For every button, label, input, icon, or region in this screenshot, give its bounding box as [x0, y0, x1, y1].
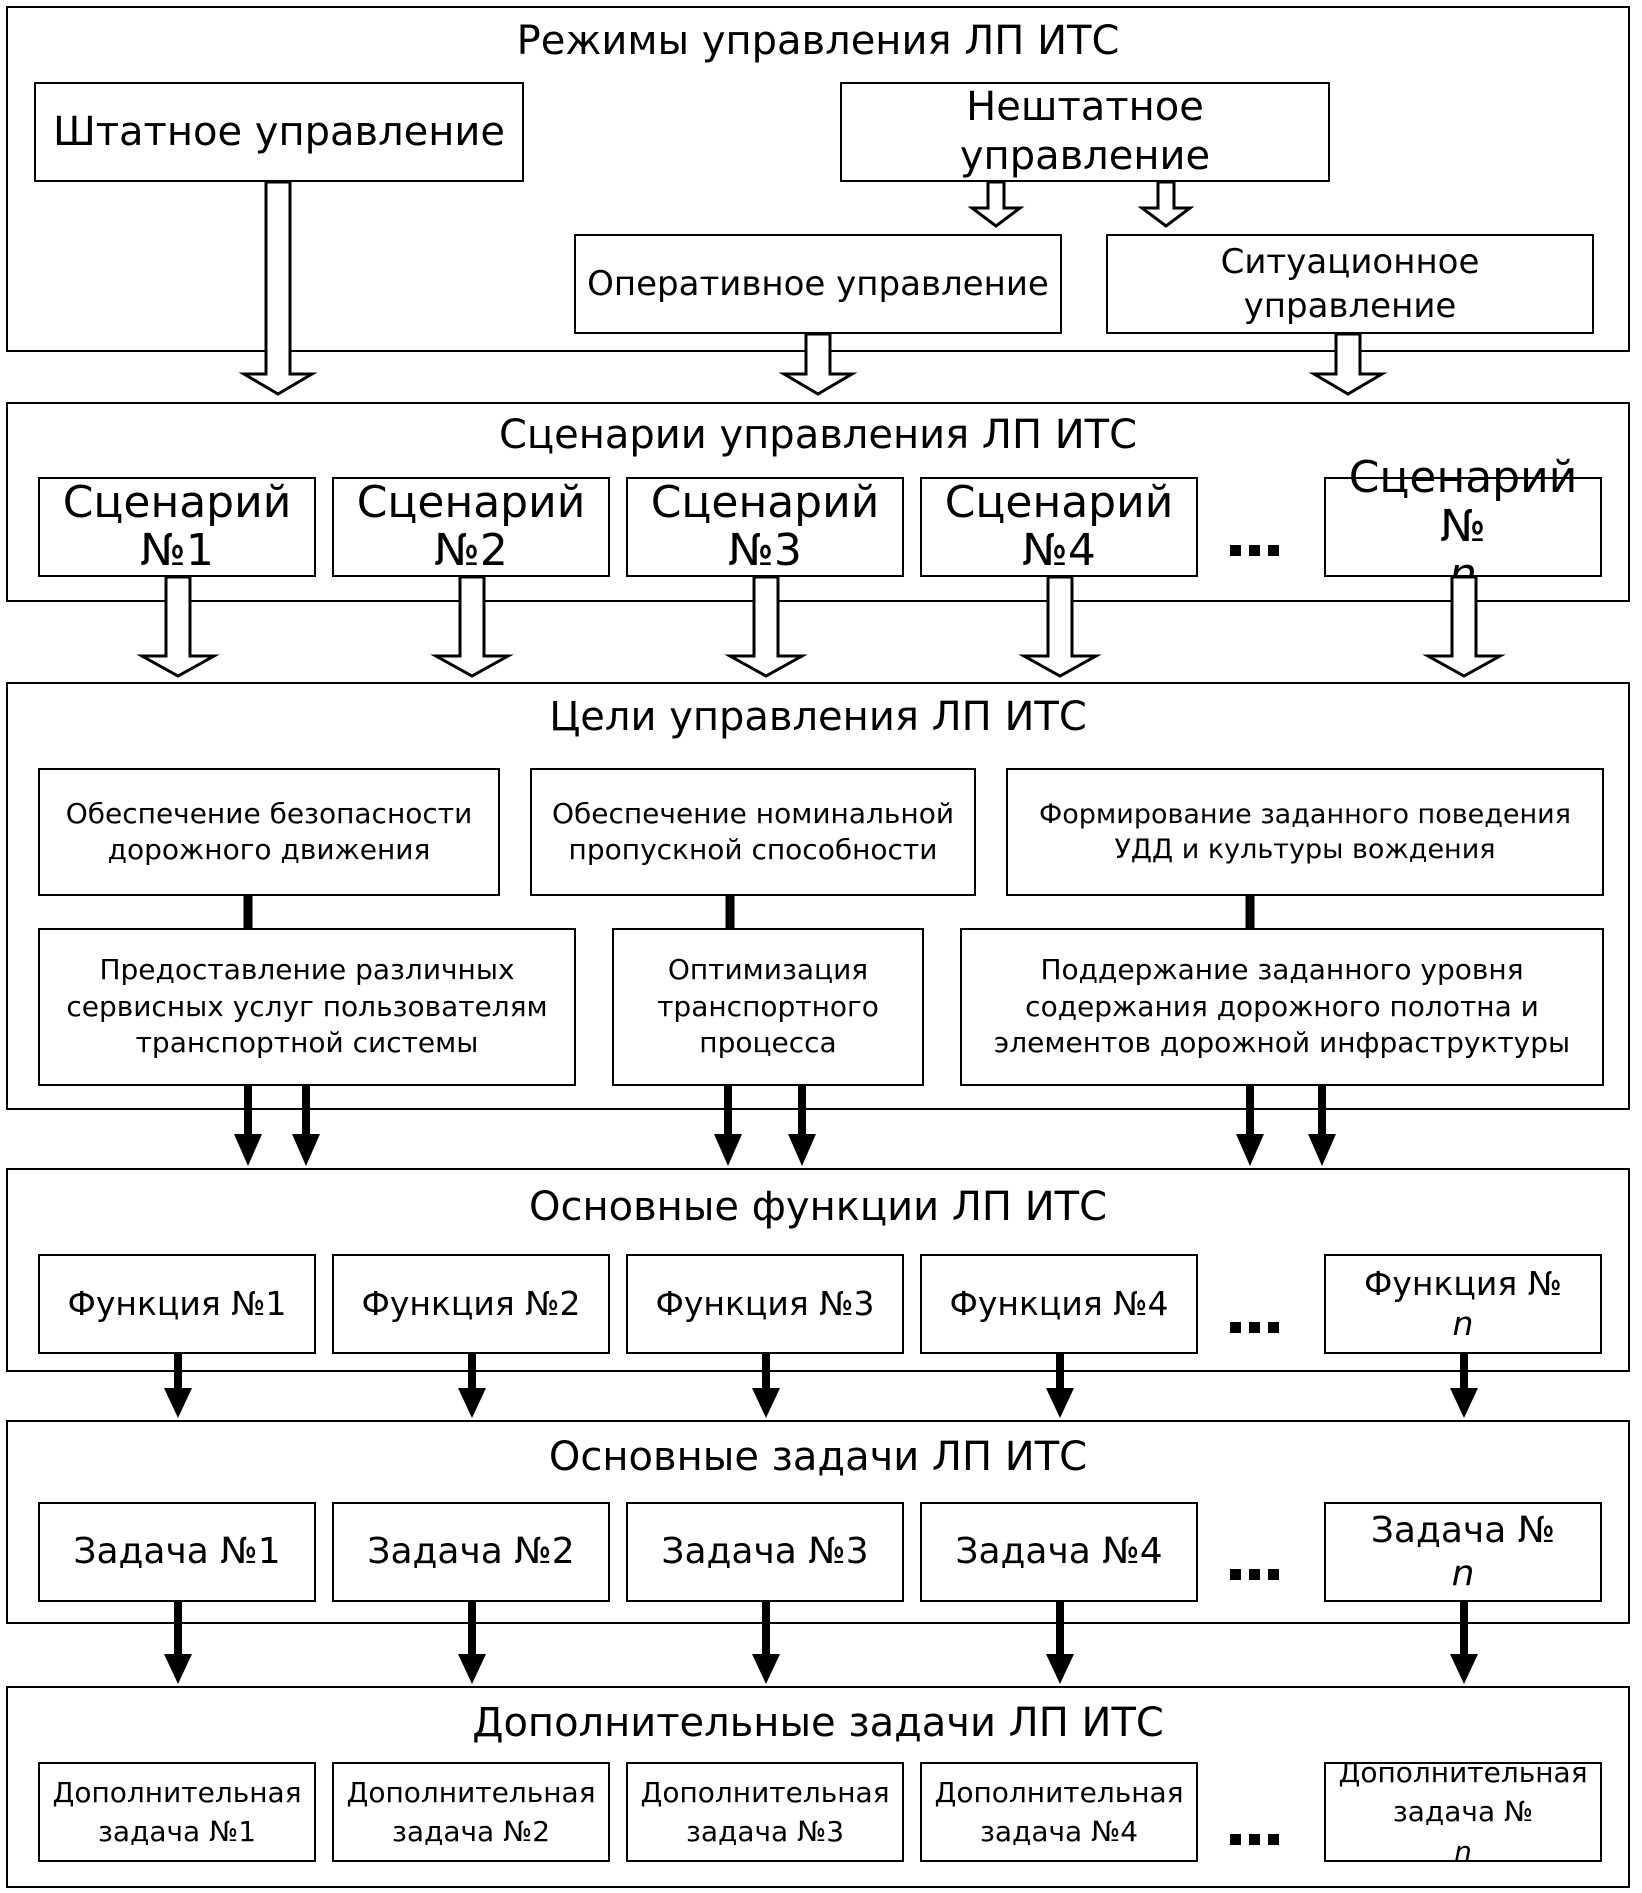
task-box-2: Задача №2: [332, 1502, 610, 1602]
abnormal-control-line1: Нештатное: [966, 84, 1204, 131]
situational-control-box: Ситуационное управление: [1106, 234, 1594, 334]
arrow-normal-to-scenarios: [238, 180, 318, 396]
arrowhead-function-4: [1046, 1388, 1074, 1418]
arrow-scenario-3-to-goals: [724, 575, 808, 678]
arrow-scenario-n-to-goals: [1422, 575, 1506, 678]
tasks-title: Основные задачи ЛП ИТС: [548, 1434, 1088, 1480]
scenario-number-3: №3: [728, 525, 802, 576]
arrowhead-goals-2a: [714, 1134, 742, 1166]
abnormal-control-box: Нештатное управление: [840, 82, 1330, 182]
arrow-scenario-4-to-goals: [1018, 575, 1102, 678]
arrowhead-goals-2b: [788, 1134, 816, 1166]
arrow-abnormal-to-operative: [967, 180, 1025, 228]
task-box-3: Задача №3: [626, 1502, 904, 1602]
function-box-3: Функция №3: [626, 1254, 904, 1354]
arrow-scenario-1-to-goals: [136, 575, 220, 678]
goals-title: Цели управления ЛП ИТС: [549, 694, 1087, 740]
modes-title: Режимы управления ЛП ИТС: [516, 18, 1120, 64]
scenario-label-4: Сценарий: [944, 476, 1174, 528]
scenarios-title: Сценарии управления ЛП ИТС: [498, 412, 1138, 458]
arrowhead-goals-3a: [1236, 1134, 1264, 1166]
arrowhead-function-2: [458, 1388, 486, 1418]
arrowhead-task-2: [458, 1654, 486, 1684]
arrowhead-task-1: [164, 1654, 192, 1684]
situational-control-line1: Ситуационное: [1220, 241, 1480, 282]
scenario-number-4: №4: [1022, 525, 1096, 576]
arrow-abnormal-to-situational: [1137, 180, 1195, 228]
normal-control-label: Штатное управление: [52, 109, 506, 155]
function-box-4: Функция №4: [920, 1254, 1198, 1354]
arrow-operative-to-scenarios: [778, 332, 858, 396]
scenario-label-2: Сценарий: [356, 476, 586, 528]
arrowhead-task-n: [1450, 1654, 1478, 1684]
arrowhead-task-3: [752, 1654, 780, 1684]
arrowhead-goals-3b: [1308, 1134, 1336, 1166]
functions-title: Основные функции ЛП ИТС: [528, 1184, 1107, 1230]
scenario-number-1: №1: [140, 525, 214, 576]
extra-tasks-title: Дополнительные задачи ЛП ИТС: [472, 1700, 1164, 1746]
tasks-ellipsis: [1230, 1569, 1279, 1580]
scenario-label-3: Сценарий: [650, 476, 880, 528]
function-box-2: Функция №2: [332, 1254, 610, 1354]
arrowhead-function-n: [1450, 1388, 1478, 1418]
abnormal-control-line2: управление: [959, 133, 1211, 179]
arrow-situational-to-scenarios: [1308, 332, 1388, 396]
task-box-4: Задача №4: [920, 1502, 1198, 1602]
scenarios-ellipsis: [1230, 545, 1279, 556]
function-box-1: Функция №1: [38, 1254, 316, 1354]
arrowhead-goals-1b: [292, 1134, 320, 1166]
arrowhead-task-4: [1046, 1654, 1074, 1684]
arrowhead-goals-1a: [234, 1134, 262, 1166]
functions-ellipsis: [1230, 1322, 1279, 1333]
scenario-label-1: Сценарий: [62, 476, 292, 528]
arrow-scenario-2-to-goals: [430, 575, 514, 678]
arrowhead-function-3: [752, 1388, 780, 1418]
operative-control-label: Оперативное управление: [587, 263, 1049, 304]
scenario-label-n: Сценарий: [1348, 452, 1578, 504]
task-box-1: Задача №1: [38, 1502, 316, 1602]
situational-control-line2: управление: [1243, 286, 1457, 326]
scenario-number-2: №2: [434, 525, 508, 576]
arrowhead-function-1: [164, 1388, 192, 1418]
extra-tasks-ellipsis: [1230, 1834, 1279, 1845]
